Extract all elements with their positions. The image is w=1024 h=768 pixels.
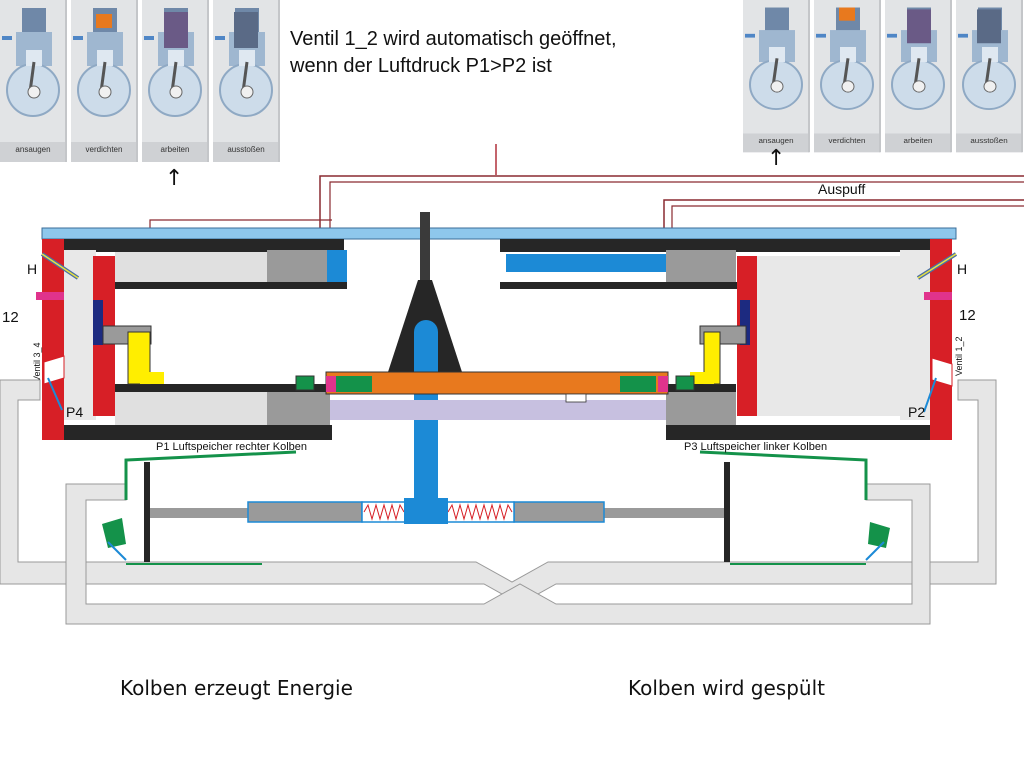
title-line-1: Ventil 1_2 wird automatisch geöffnet, <box>290 28 617 50</box>
pressure-p2-label: P2 <box>908 404 925 420</box>
engine-phase-icon <box>812 0 882 154</box>
phase-label: ansaugen <box>758 136 793 145</box>
pressure-p4-label: P4 <box>66 404 83 420</box>
engine-strip-left: ansaugen verdichten arbeiten ausstoßen <box>0 0 281 164</box>
cylinder-housing <box>36 227 958 440</box>
central-mechanism <box>295 212 695 520</box>
up-arrow-right: ↑ <box>767 146 786 171</box>
phase-label: verdichten <box>86 145 123 154</box>
piston-right <box>690 325 747 385</box>
engine-strip-right: ansaugen verdichten arbeiten ausstoßen <box>741 0 1024 154</box>
storage-p3-label: P3 Luftspeicher linker Kolben <box>684 441 827 453</box>
phase-label: ausstoßen <box>970 136 1007 145</box>
phase-label: arbeiten <box>904 136 933 145</box>
phase-label: ausstoßen <box>227 145 264 154</box>
valve-1-2-label: Ventil 1_2 <box>954 336 964 376</box>
label-12-right: 12 <box>959 307 976 324</box>
caption-left: Kolben erzeugt Energie <box>120 676 353 700</box>
phase-label: verdichten <box>829 136 866 145</box>
storage-p1-label: P1 Luftspeicher rechter Kolben <box>156 441 307 453</box>
piston-left <box>102 325 164 385</box>
phase-label: arbeiten <box>161 145 190 154</box>
engine-phase-icon <box>741 0 811 154</box>
label-12-left: 12 <box>2 309 19 326</box>
up-arrow-left: ↑ <box>165 166 184 191</box>
engine-phase-icon <box>0 0 68 164</box>
title-line-2: wenn der Luftdruck P1>P2 ist <box>290 55 552 77</box>
phase-label: ansaugen <box>15 145 50 154</box>
spring-assembly <box>150 498 724 524</box>
h-label-right: H <box>957 261 967 277</box>
caption-right: Kolben wird gespült <box>628 676 825 700</box>
h-label-left: H <box>27 261 37 277</box>
valve-3-4-label: Ventil 3_4 <box>32 342 42 382</box>
exhaust-pipes <box>149 144 1024 230</box>
air-storage <box>0 379 997 625</box>
explanation-title: Ventil 1_2 wird automatisch geöffnet, we… <box>290 26 617 80</box>
exhaust-label: Auspuff <box>818 181 865 197</box>
